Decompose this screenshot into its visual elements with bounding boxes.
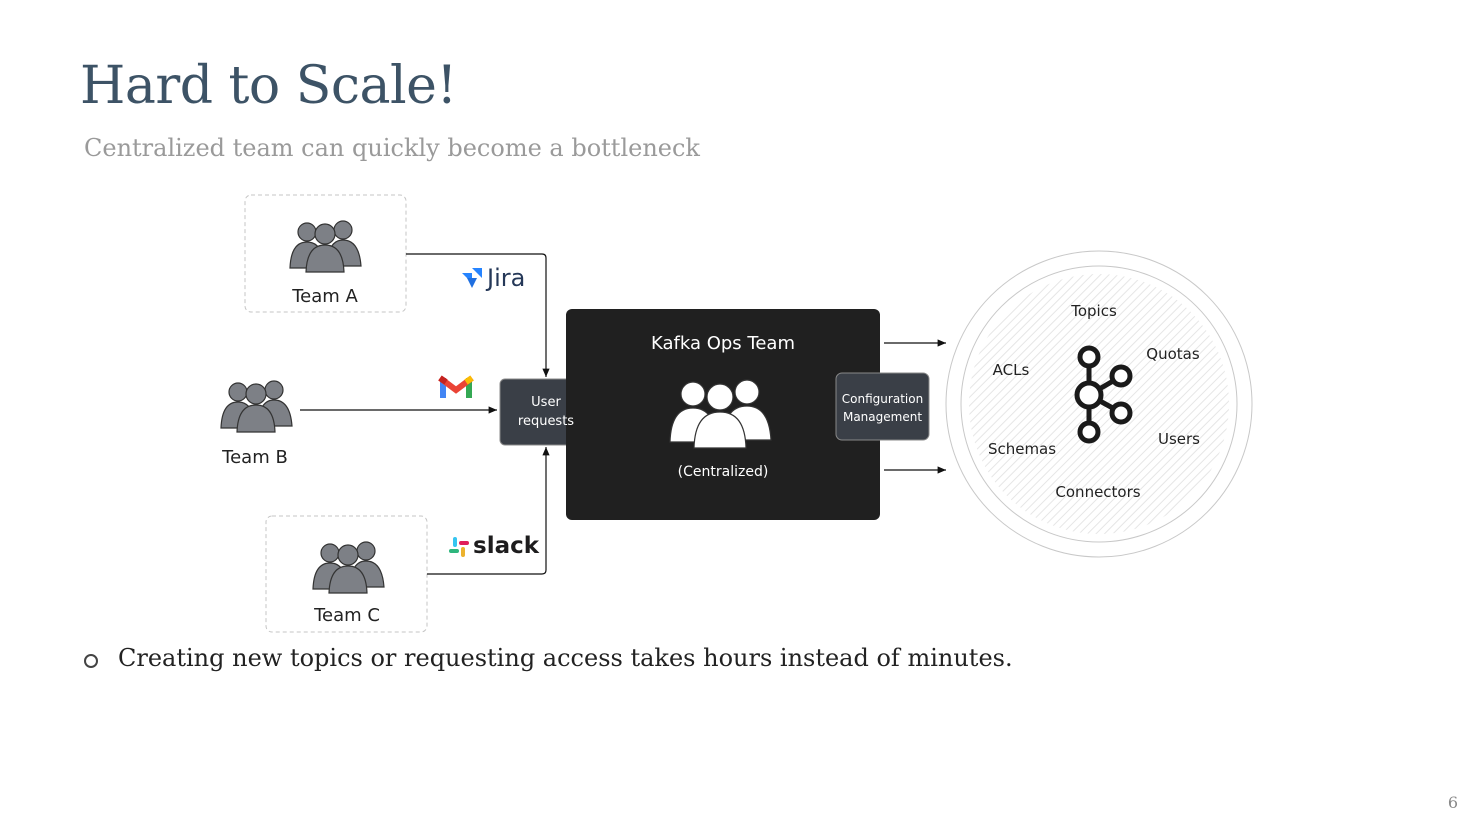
resource-schemas: Schemas — [987, 440, 1057, 458]
resource-topics: Topics — [1071, 302, 1117, 320]
page-number: 6 — [1447, 793, 1458, 812]
ops-team-people-icon — [669, 379, 772, 449]
team-c-people-icon — [312, 541, 385, 594]
jira-wordmark: Jira — [487, 264, 526, 292]
resource-acls: ACLs — [992, 361, 1030, 379]
bullet-marker — [84, 654, 98, 668]
team-a-connector — [406, 253, 550, 377]
team-a-label: Team A — [292, 286, 358, 307]
config-management-line2: Management — [842, 410, 923, 424]
team-b-label: Team B — [222, 447, 288, 468]
slide-title: Hard to Scale! — [80, 56, 457, 116]
config-management-label: Configuration Management — [836, 390, 929, 426]
user-requests-line2: requests — [517, 414, 575, 429]
ops-team-caption: (Centralized) — [677, 464, 769, 480]
kafka-logo-icon — [1074, 345, 1133, 444]
slack-wordmark: slack — [473, 533, 540, 559]
config-management-line1: Configuration — [841, 392, 924, 406]
config-management-box — [835, 372, 930, 441]
user-requests-label: User requests — [500, 393, 592, 431]
user-requests-line1: User — [531, 395, 561, 410]
resource-quotas: Quotas — [1146, 345, 1200, 363]
bullet-text: Creating new topics or requesting access… — [118, 644, 1013, 672]
resource-connectors: Connectors — [1055, 483, 1141, 501]
jira-icon — [462, 268, 482, 288]
gmail-icon — [438, 375, 474, 398]
ops-team-title: Kafka Ops Team — [651, 333, 795, 354]
team-a-people-icon — [289, 220, 362, 273]
team-b-people-icon — [220, 380, 293, 433]
resource-users: Users — [1157, 430, 1200, 448]
team-c-label: Team C — [314, 605, 380, 626]
slack-icon — [449, 537, 469, 557]
team-c-connector — [427, 447, 550, 575]
slide-subtitle: Centralized team can quickly become a bo… — [84, 134, 700, 162]
